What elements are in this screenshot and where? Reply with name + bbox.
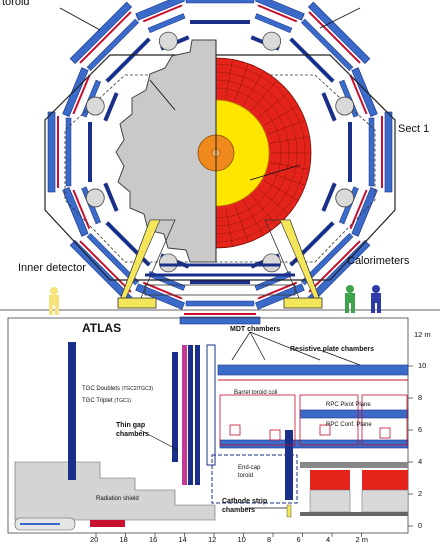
cathode-strip-label: Cathode strip (222, 498, 268, 505)
radiation-shield-shape (14, 461, 216, 521)
x-tick-label: 4 (326, 535, 331, 544)
rpc-conf-label: RPC Conf. Plane (326, 422, 372, 428)
x-axis-ticks (95, 533, 362, 537)
tgc-outer-bar (68, 342, 76, 480)
rpc-pivot-label: RPC Pivot Plane (326, 402, 371, 408)
y-tick-label: 4 (418, 457, 423, 466)
y-tick-label: 6 (418, 425, 423, 434)
toroid-coil (335, 96, 355, 116)
tgc-doublets-label: TGC Doublets (TGC2/TGC3) (82, 386, 154, 392)
inner-wheel-outline (206, 344, 216, 466)
person-icon (49, 287, 59, 315)
y-tick-label: 2 (418, 489, 423, 498)
pointer-arrow (249, 164, 301, 181)
x-tick-label: 6 (296, 535, 301, 544)
calorimeter-gray-half (115, 39, 217, 263)
cross-section-view (0, 0, 440, 325)
tgc-bar (172, 352, 178, 462)
muon-chamber (69, 1, 151, 83)
barrel-toroid-label: Barrel toroid coil (234, 390, 278, 396)
thin-gap-label: Thin gap (116, 422, 146, 429)
tgc-bar (188, 345, 193, 485)
toroid-coil (262, 253, 282, 273)
x-tick-label: 8 (267, 535, 272, 544)
x-tick-label: 12 (208, 535, 217, 544)
toroid-outline (219, 394, 296, 446)
toroid-coil (85, 96, 105, 116)
pointer-arrow (59, 7, 101, 31)
y-unit-label: 12 m (414, 330, 431, 339)
x-tick-label: 10 (237, 535, 246, 544)
sect1-label: Sect 1 (398, 123, 430, 135)
calorimeter-block (310, 470, 350, 490)
muon-chamber (185, 0, 255, 24)
longitudinal-view (7, 317, 413, 537)
cathode-strip-marker (286, 504, 292, 518)
y-tick-label: 10 (418, 361, 427, 370)
toroid-coil (158, 253, 178, 273)
endcap-label: End-cap (238, 465, 261, 471)
person-icon (345, 285, 355, 313)
atlas-title: ATLAS (82, 321, 122, 335)
frame (7, 317, 409, 534)
endcap-label-2: toroid (238, 473, 254, 479)
support-web-inner (64, 74, 376, 263)
x-tick-label: 14 (178, 535, 187, 544)
mdt-label: MDT chambers (230, 326, 281, 333)
calorimeter-block (362, 470, 408, 490)
pointer-arrow (149, 79, 176, 111)
pointer-arrow (319, 7, 361, 29)
x-tick-label: 16 (149, 535, 158, 544)
radiation-shield-label: Radiation shield (96, 496, 139, 502)
muon-chamber (250, 0, 305, 51)
tgc-triplet-label: TGC Triplet (TGC1) (82, 398, 132, 404)
y-tick-label: 0 (418, 521, 423, 530)
muon-chamber (348, 111, 393, 193)
tgc-bar (182, 345, 187, 485)
muon-chamber (179, 280, 261, 325)
endcap-toroid-shape (211, 454, 298, 504)
toroid-coil (85, 188, 105, 208)
support-web (44, 54, 396, 281)
muon-chamber (289, 1, 371, 83)
muon-chamber (47, 111, 92, 193)
x-tick-label: 2 m (355, 535, 369, 544)
mdt-outer (217, 364, 409, 376)
y-axis-ticks (408, 365, 413, 527)
outer-muon-ring (47, 0, 393, 325)
endcap-middle (285, 430, 293, 500)
person-icon (371, 285, 381, 313)
toroid-label: toroid (2, 0, 30, 8)
red-block (90, 520, 125, 527)
toroid-outline (361, 394, 408, 446)
rpc-chambers-label: Resistive plate chambers (290, 346, 375, 353)
mdt-middle-2 (219, 439, 409, 449)
y-tick-label: 8 (418, 393, 423, 402)
mdt-middle (299, 409, 409, 419)
inner-detector-label: Inner detector (18, 262, 86, 274)
toroid-coil (158, 31, 178, 51)
calorimeters-label: Calorimeters (347, 255, 410, 267)
support-feet (117, 219, 323, 309)
thin-gap-label-2: chambers (116, 431, 150, 438)
toroid-coil (335, 188, 355, 208)
em-calorimeter-yellow (215, 99, 270, 207)
toroid-outline (299, 394, 359, 446)
tgc-bar (195, 345, 200, 485)
x-tick-label: 20 (90, 535, 99, 544)
x-tick-label: 18 (119, 535, 128, 544)
cathode-strip-label-2: chambers (222, 507, 256, 514)
toroid-coil (262, 31, 282, 51)
